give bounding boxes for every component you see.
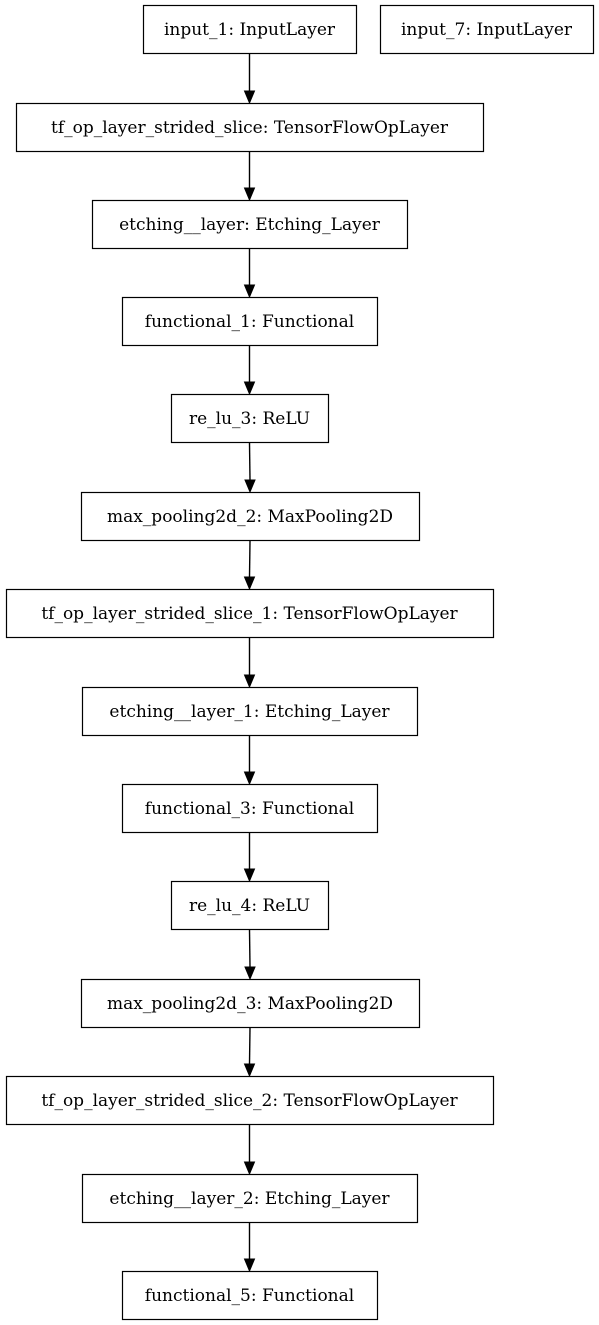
edge-line	[248, 929, 251, 968]
node-box	[121, 783, 379, 834]
edge-arrow	[243, 833, 256, 883]
arrowhead	[244, 966, 256, 981]
node-label: max_pooling2d_2: MaxPooling2D	[107, 507, 393, 527]
edge-arrow	[244, 929, 256, 981]
node-box	[15, 102, 485, 153]
node-label: etching__layer_2: Etching_Layer	[109, 1189, 390, 1209]
node-label: max_pooling2d_3: MaxPooling2D	[107, 994, 393, 1014]
node-etching--layer-1: etching__layer_1: Etching_Layer	[81, 686, 419, 737]
arrowhead	[243, 868, 256, 883]
arrowhead	[243, 187, 256, 202]
edge-line	[248, 540, 251, 578]
node-box	[5, 588, 495, 639]
edge-arrow	[243, 736, 256, 786]
arrowhead	[243, 674, 256, 689]
node-etching--layer: etching__layer: Etching_Layer	[91, 199, 409, 250]
edge-arrow	[243, 1125, 256, 1176]
node-box	[170, 880, 330, 931]
node-label: tf_op_layer_strided_slice_1: TensorFlowO…	[41, 604, 458, 624]
arrowhead	[243, 1063, 256, 1078]
node-label: functional_1: Functional	[145, 312, 354, 332]
node-functional-5: functional_5: Functional	[121, 1270, 379, 1321]
node-max-pooling2d-3: max_pooling2d_3: MaxPooling2D	[80, 978, 421, 1029]
node-box	[170, 393, 330, 444]
edge-arrow	[243, 249, 256, 299]
node-max-pooling2d-2: max_pooling2d_2: MaxPooling2D	[80, 491, 421, 542]
node-label: input_1: InputLayer	[164, 20, 336, 40]
node-box	[121, 1270, 379, 1321]
node-label: tf_op_layer_strided_slice_2: TensorFlowO…	[41, 1091, 458, 1111]
node-tf-op-layer-strided-slice-2: tf_op_layer_strided_slice_2: TensorFlowO…	[5, 1075, 495, 1126]
arrowhead	[243, 576, 256, 591]
node-label: etching__layer: Etching_Layer	[119, 215, 381, 235]
arrowhead	[243, 381, 256, 396]
node-box	[80, 491, 421, 542]
node-label: tf_op_layer_strided_slice: TensorFlowOpL…	[51, 118, 449, 138]
node-box	[5, 1075, 495, 1126]
node-re-lu-3: re_lu_3: ReLU	[170, 393, 330, 444]
node-box	[80, 978, 421, 1029]
node-box	[121, 296, 379, 347]
node-label: input_7: InputLayer	[401, 20, 573, 40]
node-label: etching__layer_1: Etching_Layer	[109, 702, 390, 722]
node-tf-op-layer-strided-slice: tf_op_layer_strided_slice: TensorFlowOpL…	[15, 102, 485, 153]
edge-arrow	[243, 638, 256, 689]
node-functional-3: functional_3: Functional	[121, 783, 379, 834]
edge-arrow	[243, 1223, 256, 1273]
node-tf-op-layer-strided-slice-1: tf_op_layer_strided_slice_1: TensorFlowO…	[5, 588, 495, 639]
edge-arrow	[243, 1027, 256, 1078]
edge-arrow	[243, 54, 256, 105]
node-etching--layer-2: etching__layer_2: Etching_Layer	[81, 1173, 419, 1224]
arrowhead	[243, 771, 256, 786]
arrowhead	[243, 284, 256, 299]
arrowhead	[243, 90, 256, 105]
arrowhead	[244, 479, 256, 494]
edge-arrow	[243, 346, 256, 396]
nodes: input_1: InputLayer input_7: InputLayer tf…	[5, 4, 595, 1321]
node-label: functional_5: Functional	[145, 1286, 354, 1306]
node-box	[81, 686, 419, 737]
node-input-7: input_7: InputLayer	[379, 4, 595, 55]
edge-arrow	[244, 442, 256, 494]
node-box	[379, 4, 595, 55]
arrowhead	[243, 1161, 256, 1176]
node-functional-1: functional_1: Functional	[121, 296, 379, 347]
node-input-1: input_1: InputLayer	[142, 4, 358, 55]
node-label: functional_3: Functional	[145, 799, 354, 819]
arrowhead	[243, 1258, 256, 1273]
node-box	[142, 4, 358, 55]
node-box	[81, 1173, 419, 1224]
node-label: re_lu_4: ReLU	[189, 896, 310, 916]
edge-line	[248, 1027, 251, 1065]
node-re-lu-4: re_lu_4: ReLU	[170, 880, 330, 931]
node-box	[91, 199, 409, 250]
edge-arrow	[243, 540, 256, 591]
node-label: re_lu_3: ReLU	[189, 409, 310, 429]
edge-line	[248, 442, 251, 481]
edges	[243, 54, 256, 1273]
edge-arrow	[243, 152, 256, 202]
